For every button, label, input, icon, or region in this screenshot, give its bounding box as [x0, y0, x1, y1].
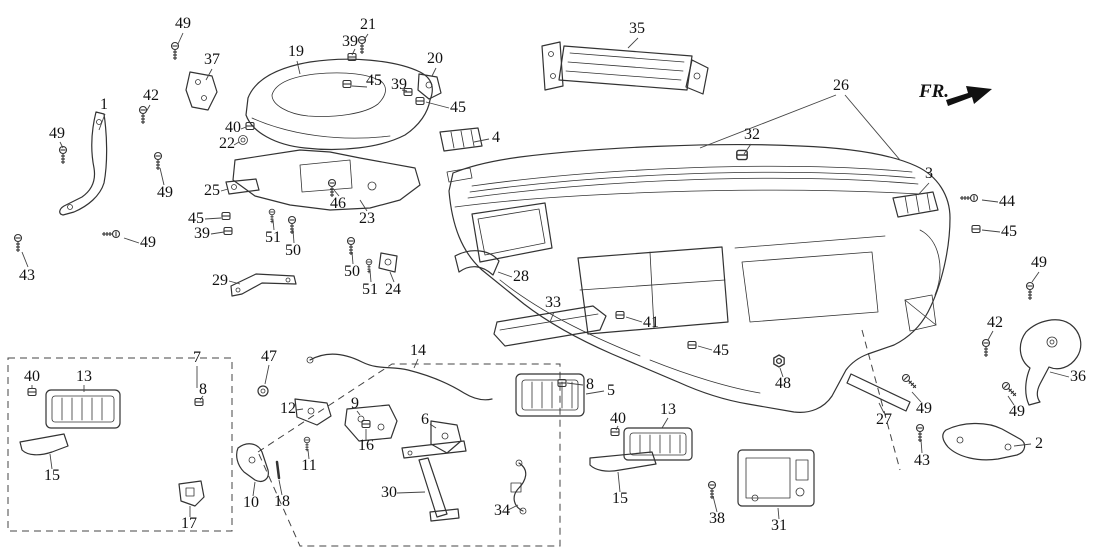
top-assembly-art	[541, 41, 709, 95]
part-callout-34: 34	[494, 502, 510, 519]
part-callout-18: 18	[274, 493, 290, 510]
part-callout-12: 12	[280, 400, 296, 417]
part-callout-40: 40	[24, 368, 40, 385]
part-callout-2: 2	[1035, 435, 1043, 452]
part-callout-13: 13	[660, 401, 676, 418]
part-callout-50: 50	[344, 263, 360, 280]
part-callout-45: 45	[450, 99, 466, 116]
right-brackets-art	[846, 319, 1082, 461]
part-callout-42: 42	[143, 87, 159, 104]
left-vent-group-art	[19, 389, 205, 507]
upper-garnish-art	[245, 58, 433, 151]
part-callout-45: 45	[1001, 223, 1017, 240]
fr-arrow-icon	[946, 86, 992, 106]
part-callout-51: 51	[265, 229, 281, 246]
part-callout-6: 6	[421, 411, 429, 428]
duct-art	[454, 250, 607, 347]
bracket-art	[59, 71, 442, 297]
part-callout-47: 47	[261, 348, 277, 365]
part-callout-17: 17	[181, 515, 197, 532]
part-callout-40: 40	[610, 410, 626, 427]
part-callout-32: 32	[744, 126, 760, 143]
part-callout-43: 43	[914, 452, 930, 469]
glovebox-frame-art	[737, 449, 815, 507]
part-callout-49: 49	[1031, 254, 1047, 271]
part-callout-8: 8	[586, 376, 594, 393]
part-callout-8: 8	[199, 381, 207, 398]
part-callout-41: 41	[643, 314, 659, 331]
part-callout-7: 7	[193, 349, 201, 366]
lower-tray-art	[232, 149, 421, 211]
part-callout-39: 39	[342, 33, 358, 50]
part-callout-46: 46	[330, 195, 346, 212]
clip-icons	[27, 52, 981, 437]
part-callout-10: 10	[243, 494, 259, 511]
part-callout-25: 25	[204, 182, 220, 199]
part-callout-39: 39	[194, 225, 210, 242]
part-callout-26: 26	[833, 77, 849, 94]
part-callout-45: 45	[713, 342, 729, 359]
control-rod-art	[257, 353, 493, 401]
part-callout-22: 22	[219, 135, 235, 152]
side-vent-art	[439, 127, 483, 152]
part-callout-28: 28	[513, 268, 529, 285]
part-callout-49: 49	[49, 125, 65, 142]
part-callout-45: 45	[366, 72, 382, 89]
part-callout-49: 49	[175, 15, 191, 32]
part-callout-9: 9	[351, 395, 359, 412]
part-callout-39: 39	[391, 76, 407, 93]
part-callout-1: 1	[100, 96, 108, 113]
fr-direction-label: FR.	[918, 81, 950, 102]
part-callout-31: 31	[771, 517, 787, 534]
part-callout-35: 35	[629, 20, 645, 37]
leader-lines	[21, 32, 1070, 520]
part-callout-48: 48	[775, 375, 791, 392]
part-callout-3: 3	[925, 165, 933, 182]
part-callout-11: 11	[301, 457, 317, 474]
part-callout-49: 49	[916, 400, 932, 417]
part-callout-23: 23	[359, 210, 375, 227]
part-callout-43: 43	[19, 267, 35, 284]
part-callout-4: 4	[492, 129, 500, 146]
part-callout-38: 38	[709, 510, 725, 527]
part-callout-21: 21	[360, 16, 376, 33]
part-callout-15: 15	[612, 490, 628, 507]
part-callout-24: 24	[385, 281, 401, 298]
part-callout-49: 49	[140, 234, 156, 251]
center-brackets-art	[236, 398, 527, 522]
instrument-panel-art	[446, 144, 951, 413]
part-callout-37: 37	[204, 51, 220, 68]
part-callout-49: 49	[157, 184, 173, 201]
part-callout-49: 49	[1009, 403, 1025, 420]
part-callout-20: 20	[427, 50, 443, 67]
part-callout-14: 14	[410, 342, 426, 359]
part-callout-30: 30	[381, 484, 397, 501]
part-callout-29: 29	[212, 272, 228, 289]
part-callout-15: 15	[44, 467, 60, 484]
part-callout-40: 40	[225, 119, 241, 136]
part-callout-19: 19	[288, 43, 304, 60]
part-callout-50: 50	[285, 242, 301, 259]
part-callout-5: 5	[607, 382, 615, 399]
part-callout-51: 51	[362, 281, 378, 298]
group-boundary-dashed	[7, 329, 901, 547]
part-callout-45: 45	[188, 210, 204, 227]
part-callout-44: 44	[999, 193, 1015, 210]
part-callout-27: 27	[876, 411, 892, 428]
part-callout-13: 13	[76, 368, 92, 385]
part-callout-33: 33	[545, 294, 561, 311]
part-callout-42: 42	[987, 314, 1003, 331]
part-callout-16: 16	[358, 437, 374, 454]
center-vent-group-art	[515, 373, 693, 472]
part-callout-36: 36	[1070, 368, 1086, 385]
